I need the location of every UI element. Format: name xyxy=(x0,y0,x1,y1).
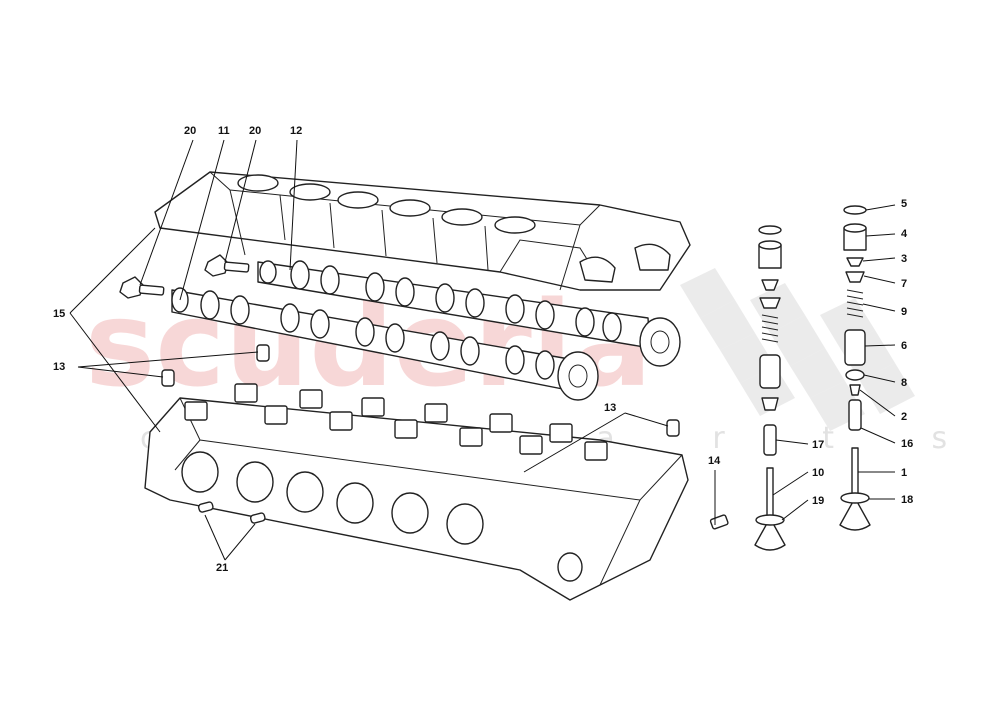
callout-20-left: 20 xyxy=(184,125,196,137)
callout-5: 5 xyxy=(901,198,907,210)
callout-12: 12 xyxy=(290,125,302,137)
cam-bolt-right xyxy=(204,254,250,277)
camshaft-rear xyxy=(257,260,681,367)
cylinder-head xyxy=(144,383,689,601)
callout-20-right: 20 xyxy=(249,125,261,137)
cam-cover xyxy=(154,171,691,291)
leader-lines xyxy=(69,139,896,561)
valve-train-intake xyxy=(754,225,786,551)
checkered-flag-icon xyxy=(680,268,915,431)
callout-6: 6 xyxy=(901,340,907,352)
callout-4: 4 xyxy=(901,228,908,240)
callout-labels: 20 11 20 12 15 13 13 14 21 5 4 3 7 9 6 8… xyxy=(53,125,913,574)
stud xyxy=(709,514,729,530)
callout-3: 3 xyxy=(901,253,907,265)
callout-21: 21 xyxy=(216,562,228,574)
callout-13-left: 13 xyxy=(53,361,65,373)
callout-18: 18 xyxy=(901,494,913,506)
callout-7: 7 xyxy=(901,278,907,290)
callout-17: 17 xyxy=(812,439,824,451)
valve-train-exhaust xyxy=(839,205,871,531)
cam-bolt-left xyxy=(119,276,165,299)
callout-1: 1 xyxy=(901,467,907,479)
callout-2: 2 xyxy=(901,411,907,423)
callout-19: 19 xyxy=(812,495,824,507)
callout-11: 11 xyxy=(218,125,230,137)
camshaft-front xyxy=(171,287,599,401)
callout-13-right: 13 xyxy=(604,402,616,414)
callout-15: 15 xyxy=(53,308,65,320)
callout-16: 16 xyxy=(901,438,913,450)
callout-10: 10 xyxy=(812,467,824,479)
callout-9: 9 xyxy=(901,306,907,318)
callout-8: 8 xyxy=(901,377,907,389)
callout-14: 14 xyxy=(708,455,721,467)
